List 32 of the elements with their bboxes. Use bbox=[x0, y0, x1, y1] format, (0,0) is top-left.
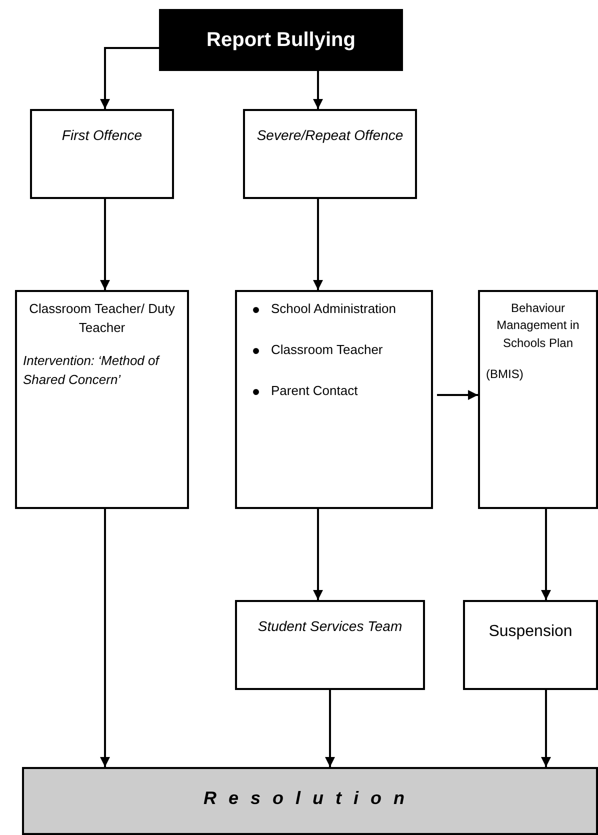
box-text: Intervention: ‘Method of Shared Concern’ bbox=[23, 352, 161, 389]
result-box bbox=[22, 767, 598, 835]
box-text: First Offence bbox=[60, 126, 144, 145]
box-text: Classroom Teacher/ Duty Teacher bbox=[28, 300, 176, 337]
process-box bbox=[478, 290, 598, 509]
process-box bbox=[235, 290, 433, 509]
box-text: (BMIS) bbox=[486, 366, 524, 384]
box-text: Suspension bbox=[488, 622, 574, 642]
arrow bbox=[313, 199, 323, 290]
box-text: Report Bullying bbox=[206, 28, 356, 53]
box-text: School Administration bbox=[243, 300, 425, 319]
box-text: Student Services Team bbox=[256, 617, 404, 636]
arrow bbox=[100, 199, 110, 290]
process-box bbox=[15, 290, 189, 509]
process-box bbox=[243, 109, 417, 199]
process-box bbox=[30, 109, 174, 199]
arrow bbox=[100, 47, 159, 109]
box-text: Parent Contact bbox=[243, 382, 425, 401]
box-text: Classroom Teacher bbox=[243, 340, 425, 360]
box-text: Resolution bbox=[202, 787, 418, 810]
arrow bbox=[541, 690, 551, 767]
arrow bbox=[541, 509, 551, 600]
box-text: Behaviour Management in Schools Plan bbox=[496, 300, 580, 352]
arrow bbox=[313, 71, 323, 109]
box-text: Severe/Repeat Offence bbox=[256, 126, 404, 145]
title-box bbox=[159, 9, 403, 71]
arrow bbox=[313, 509, 323, 600]
arrow bbox=[437, 390, 478, 400]
arrow bbox=[325, 690, 335, 767]
process-box bbox=[235, 600, 425, 690]
process-box bbox=[463, 600, 598, 690]
arrow bbox=[100, 509, 110, 767]
